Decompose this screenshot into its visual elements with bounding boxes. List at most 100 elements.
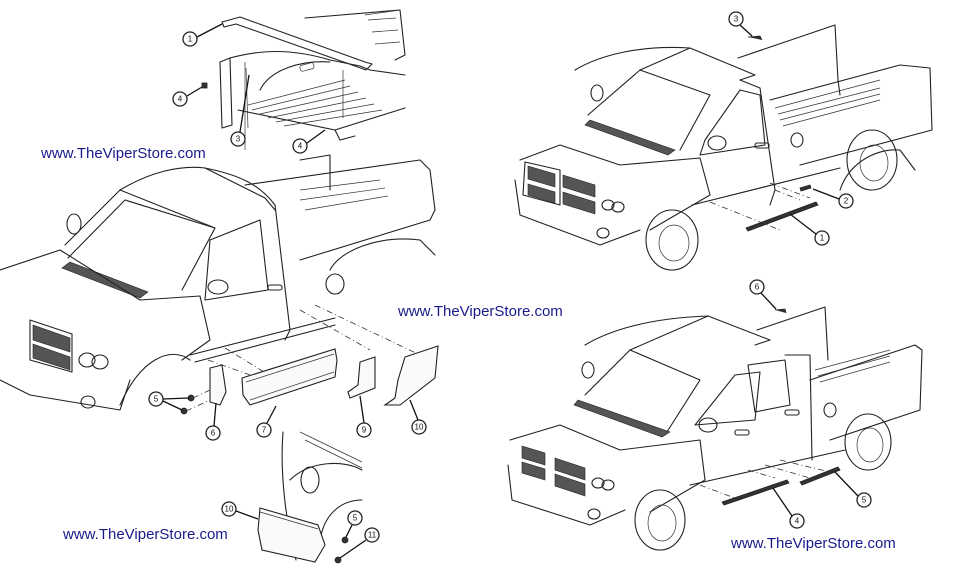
fuel-door bbox=[325, 273, 345, 295]
side-mirror bbox=[698, 417, 718, 433]
callout-3: 3 bbox=[728, 11, 744, 27]
headlamp-right bbox=[601, 479, 615, 491]
part-7-door-molding bbox=[241, 348, 338, 406]
grille-upper bbox=[32, 324, 71, 353]
svg-text:7: 7 bbox=[262, 426, 267, 435]
rear-fender-detail-panel: 10 5 11 bbox=[221, 431, 380, 564]
screw bbox=[180, 407, 188, 415]
callout-7: 7 bbox=[256, 422, 272, 438]
door-window bbox=[204, 219, 269, 301]
regular-cab-side-panel: 5 6 7 9 10 bbox=[0, 154, 439, 441]
headlamp-right bbox=[91, 354, 109, 370]
fog-lamp bbox=[596, 227, 610, 239]
callout-11: 11 bbox=[364, 527, 380, 543]
front-wheel-rim bbox=[647, 504, 677, 542]
part-9-cab-extension-molding bbox=[347, 356, 376, 399]
callout-2: 2 bbox=[838, 193, 854, 209]
part-10-wheel-flare bbox=[383, 345, 439, 406]
svg-text:1: 1 bbox=[188, 35, 193, 44]
tailgate-edge bbox=[219, 57, 233, 129]
side-mirror bbox=[707, 135, 727, 151]
rear-wheel-rim bbox=[856, 427, 884, 463]
bed-rail-panel: 1 4 3 4 bbox=[172, 9, 406, 154]
svg-text:3: 3 bbox=[734, 15, 739, 24]
door-handle bbox=[754, 142, 770, 149]
part-4-front-sill-molding bbox=[721, 479, 790, 506]
callout-3: 3 bbox=[230, 131, 246, 147]
grille-upper bbox=[527, 165, 556, 188]
bed-side bbox=[769, 64, 933, 166]
svg-text:2: 2 bbox=[844, 197, 849, 206]
bed-side bbox=[809, 344, 923, 441]
roof-outline bbox=[584, 315, 771, 346]
part-3-clip bbox=[747, 35, 763, 41]
windshield bbox=[67, 199, 216, 291]
front-wheel bbox=[634, 489, 686, 551]
cowl-vent bbox=[584, 119, 676, 156]
fuel-door bbox=[823, 402, 837, 418]
rear-wheel bbox=[844, 413, 892, 471]
front-wheel-rim bbox=[658, 224, 690, 262]
callout-4: 4 bbox=[172, 91, 188, 107]
headlamp-left bbox=[601, 199, 615, 211]
callout-6: 6 bbox=[205, 425, 221, 441]
bed-side bbox=[244, 159, 436, 261]
callout-10: 10 bbox=[221, 501, 237, 517]
svg-text:1: 1 bbox=[820, 234, 825, 243]
grille-lower bbox=[527, 183, 556, 204]
svg-text:5: 5 bbox=[353, 514, 358, 523]
callout-6: 6 bbox=[749, 279, 765, 295]
bed-floor-front bbox=[237, 107, 406, 131]
mirror-left bbox=[66, 213, 82, 235]
part-1-sill-molding bbox=[745, 201, 819, 232]
windshield bbox=[584, 349, 701, 436]
callout-5: 5 bbox=[856, 492, 872, 508]
headlamp-left bbox=[78, 352, 96, 368]
bed-rail-cap bbox=[221, 16, 373, 71]
callout-5: 5 bbox=[347, 510, 363, 526]
svg-text:10: 10 bbox=[415, 423, 424, 432]
svg-text:5: 5 bbox=[862, 496, 867, 505]
svg-text:5: 5 bbox=[154, 395, 159, 404]
grille-lower-right bbox=[562, 191, 596, 215]
svg-text:4: 4 bbox=[795, 517, 800, 526]
callout-1: 1 bbox=[182, 31, 198, 47]
part-10-wheel-flare bbox=[257, 507, 326, 563]
quad-cab-sill-panel: 6 5 4 bbox=[507, 279, 923, 551]
part-6-splash-guard bbox=[209, 364, 227, 406]
cowl-vent bbox=[573, 399, 671, 438]
callout-9: 9 bbox=[356, 422, 372, 438]
callout-5: 5 bbox=[148, 391, 164, 407]
grille-upper-right bbox=[562, 174, 596, 198]
grille-lower-right bbox=[554, 473, 586, 497]
rear-wheel-arch bbox=[329, 238, 436, 271]
roof-outline bbox=[64, 166, 276, 246]
rear-wheel-rim bbox=[859, 144, 889, 182]
cab-back-outline bbox=[304, 9, 406, 61]
grille-upper bbox=[521, 445, 546, 466]
svg-text:9: 9 bbox=[362, 426, 367, 435]
windshield bbox=[587, 69, 711, 151]
svg-text:6: 6 bbox=[211, 429, 216, 438]
door-handle bbox=[267, 284, 283, 291]
side-mirror bbox=[207, 279, 229, 295]
nut bbox=[334, 556, 342, 564]
fog-lamp bbox=[80, 395, 96, 409]
callout-4: 4 bbox=[789, 513, 805, 529]
svg-text:3: 3 bbox=[236, 135, 241, 144]
svg-text:6: 6 bbox=[755, 283, 760, 292]
part-6-clip bbox=[774, 308, 787, 314]
svg-text:10: 10 bbox=[225, 505, 234, 514]
callout-4b: 4 bbox=[292, 138, 308, 154]
tailgate bbox=[737, 24, 841, 96]
grille-lower bbox=[521, 461, 546, 481]
rear-door-window bbox=[747, 359, 791, 413]
headlamp-left bbox=[591, 477, 605, 489]
watermark-top-left: www.TheViperStore.com bbox=[41, 145, 206, 162]
screw bbox=[341, 536, 349, 544]
part-5-rear-sill-molding bbox=[799, 466, 841, 486]
part-2-sill-extension bbox=[799, 184, 812, 192]
svg-text:4: 4 bbox=[178, 95, 183, 104]
front-wheel-arch bbox=[119, 353, 191, 406]
